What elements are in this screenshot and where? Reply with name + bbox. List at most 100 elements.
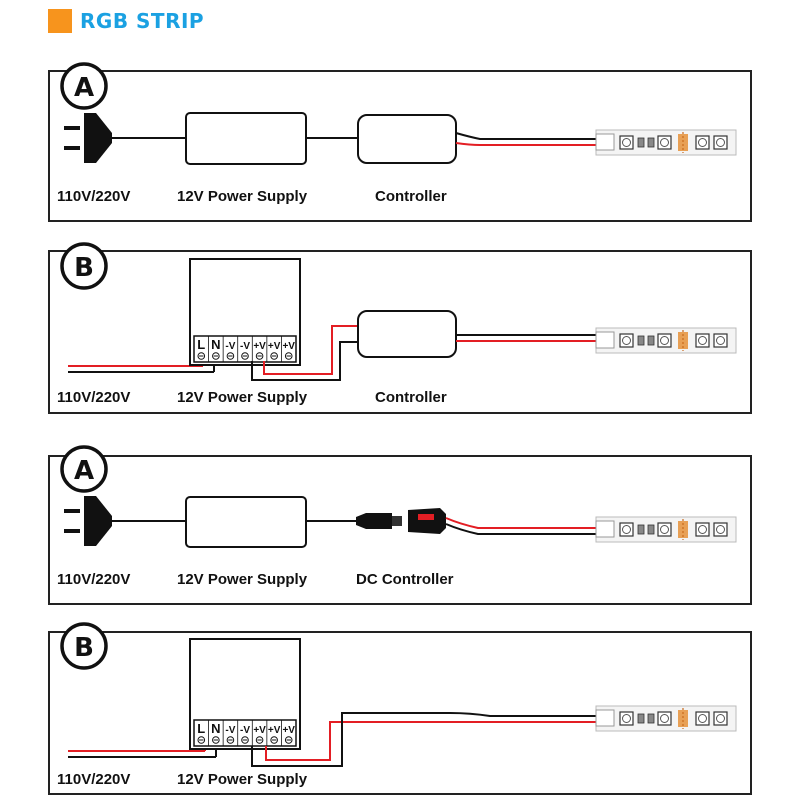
- terminal-screw: [241, 352, 249, 360]
- panel-badge-letter: B: [74, 253, 94, 283]
- strip-resistor: [647, 335, 655, 346]
- rgb-led-strip: [595, 129, 737, 156]
- panel-frame: [48, 455, 752, 605]
- terminal-screw: [197, 736, 206, 744]
- power-supply-box: [185, 112, 307, 165]
- smd-led: [657, 135, 672, 150]
- wall-plug-icon: [64, 113, 112, 163]
- wall-plug-icon: [64, 496, 112, 546]
- strip-resistor: [647, 713, 655, 724]
- smd-led: [695, 135, 710, 150]
- source-voltage-label: 110V/220V: [57, 571, 130, 588]
- terminal-label: L: [197, 721, 205, 736]
- smd-led: [713, 135, 728, 150]
- smd-led: [713, 711, 728, 726]
- smd-led: [695, 333, 710, 348]
- strip-resistor: [637, 137, 645, 148]
- cut-mark: [678, 132, 688, 153]
- strip-resistor: [647, 524, 655, 535]
- smd-led: [657, 522, 672, 537]
- output-wires: [455, 132, 596, 146]
- terminal-label: +V: [282, 725, 295, 736]
- source-voltage-label: 110V/220V: [57, 188, 130, 205]
- panel-badge-letter: B: [74, 633, 94, 663]
- terminal-screw: [255, 352, 264, 360]
- power-supply-label: 12V Power Supply: [177, 571, 308, 588]
- output-wires: [456, 334, 596, 342]
- terminal-label: L: [197, 337, 205, 352]
- terminal-screw: [270, 352, 278, 360]
- terminal-label: N: [211, 721, 220, 736]
- panel-badge: B: [60, 242, 108, 290]
- smd-led: [713, 333, 728, 348]
- panel-frame: [48, 250, 752, 414]
- panel-badge: A: [60, 445, 108, 493]
- strip-connector-clip: [595, 133, 615, 151]
- terminal-screw: [212, 736, 220, 744]
- smd-led: [695, 711, 710, 726]
- smd-led: [657, 711, 672, 726]
- terminal-screw: [284, 352, 293, 360]
- terminal-screw: [241, 736, 249, 744]
- terminal-label: +V: [282, 341, 295, 352]
- smd-led: [619, 333, 634, 348]
- strip-resistor: [637, 713, 645, 724]
- dc-barrel-plug-icon: [356, 513, 402, 529]
- page-header: RGB STRIP: [48, 8, 204, 34]
- terminal-screw: [255, 736, 264, 744]
- terminal-screw: [270, 736, 278, 744]
- strip-connector-clip: [595, 331, 615, 349]
- terminal-label: -V: [225, 341, 235, 352]
- panel-a-wiring-option-1: A 110V/220V 12V Power Supply Controller: [48, 62, 752, 222]
- terminal-label: +V: [268, 341, 281, 352]
- panel-badge: B: [60, 622, 108, 670]
- smd-led: [713, 522, 728, 537]
- strip-resistor: [637, 524, 645, 535]
- source-voltage-label: 110V/220V: [57, 771, 130, 788]
- power-supply-box: [185, 496, 307, 548]
- smd-led: [657, 333, 672, 348]
- strip-resistor: [647, 137, 655, 148]
- dc-output-wires: [251, 712, 596, 767]
- smd-led: [695, 522, 710, 537]
- panel-a-wiring-option-2: A 110V/220V 12V Power Supply DC Controll…: [48, 445, 752, 605]
- rgb-led-strip: [595, 327, 737, 354]
- panel-frame: [48, 631, 752, 795]
- dc-jack-connector-icon: [408, 508, 446, 534]
- terminal-screw: [226, 736, 235, 744]
- controller-box: [357, 114, 457, 164]
- output-wires: [445, 517, 596, 535]
- panel-badge-letter: A: [74, 73, 94, 103]
- smd-led: [619, 711, 634, 726]
- terminal-label: +V: [253, 341, 266, 352]
- controller-label: DC Controller: [356, 571, 454, 588]
- power-supply-label: 12V Power Supply: [177, 389, 308, 406]
- terminal-screw: [197, 352, 206, 360]
- terminal-screw: [226, 352, 235, 360]
- cut-mark: [678, 519, 688, 540]
- panel-badge-letter: A: [74, 456, 94, 486]
- controller-label: Controller: [375, 188, 447, 205]
- dc-output-wires: [251, 325, 358, 381]
- strip-connector-clip: [595, 709, 615, 727]
- terminal-label: -V: [240, 341, 250, 352]
- rgb-led-strip: [595, 705, 737, 732]
- header-accent-square: [48, 9, 72, 33]
- source-voltage-label: 110V/220V: [57, 389, 130, 406]
- panel-frame: [48, 70, 752, 222]
- terminal-label: +V: [253, 725, 266, 736]
- panel-badge: A: [60, 62, 108, 110]
- terminal-label: -V: [225, 725, 235, 736]
- cut-mark: [678, 708, 688, 729]
- power-supply-label: 12V Power Supply: [177, 771, 308, 788]
- terminal-screw: [284, 736, 293, 744]
- terminal-label: -V: [240, 725, 250, 736]
- smd-led: [619, 522, 634, 537]
- rgb-led-strip: [595, 516, 737, 543]
